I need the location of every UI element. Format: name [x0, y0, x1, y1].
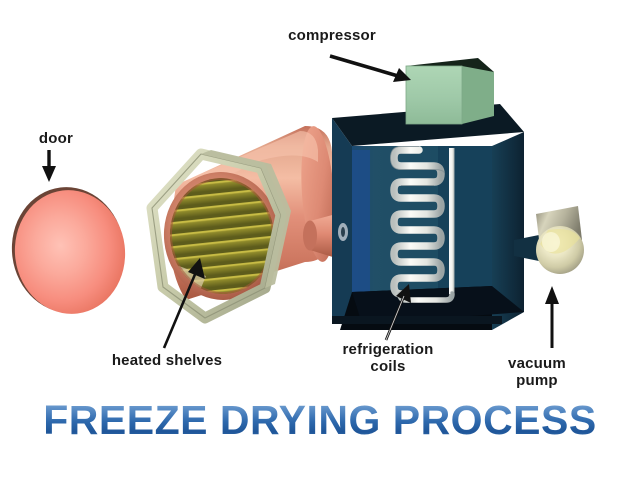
door: [11, 187, 126, 314]
label-compressor: compressor: [288, 27, 376, 44]
slide-title-reflection: FREEZE DRYING PROCESS: [0, 441, 640, 475]
compressor: [405, 58, 494, 125]
connecting-duct: [303, 214, 336, 258]
slide-title: FREEZE DRYING PROCESS: [0, 398, 640, 443]
vacuum-pump-arrow: [545, 286, 559, 348]
compressor-arrow: [329, 54, 411, 82]
vacuum-pump: [514, 206, 584, 274]
door-arrow: [42, 150, 56, 182]
slide-title-text: FREEZE DRYING PROCESS: [43, 397, 597, 443]
hexagonal-flange: [146, 148, 291, 324]
label-heated-shelves: heated shelves: [111, 352, 223, 369]
heated-shelves-arrow: [162, 258, 205, 349]
refrigeration-coils-arrow: [384, 284, 411, 341]
label-vacuum-pump: vacuum pump: [508, 355, 566, 389]
refrigeration-coils: [390, 146, 445, 298]
refrigeration-coils-outline: [390, 146, 445, 186]
label-door: door: [38, 130, 74, 147]
label-refrigeration-coils: refrigeration coils: [342, 341, 434, 375]
